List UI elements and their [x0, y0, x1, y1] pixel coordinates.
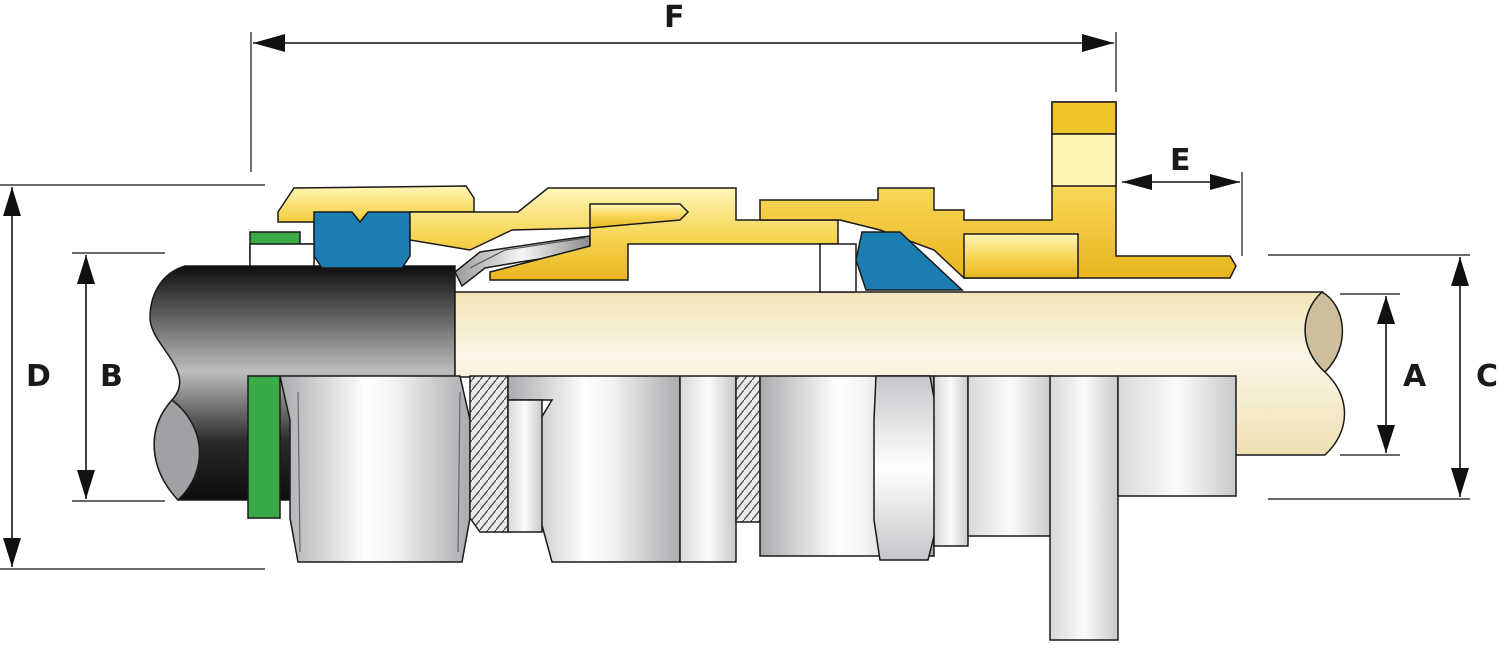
brass-ledge: [963, 233, 1079, 279]
thread-right: [735, 375, 761, 523]
lower-exterior: [247, 375, 1237, 641]
back-step: [967, 375, 1053, 537]
label-b: B: [100, 359, 123, 394]
label-f: F: [664, 0, 685, 35]
earth-tag-flange: [1049, 375, 1119, 641]
connector-ring: [679, 375, 737, 563]
spacer-mid: [819, 243, 857, 293]
cable-inner-cut-face: [1304, 291, 1344, 374]
label-a: A: [1403, 359, 1427, 394]
dimension-lines: F E D B A C: [0, 0, 1498, 570]
spacer-left: [249, 243, 315, 267]
armour-wire-line: [469, 237, 586, 269]
back-body: [933, 375, 969, 547]
upper-section: [249, 101, 1237, 293]
brass-flange-top: [1051, 101, 1117, 135]
rear-thread: [1117, 375, 1237, 497]
cable-outer-cut-face: [153, 398, 201, 502]
entry-nut: [279, 375, 471, 563]
label-e: E: [1170, 143, 1191, 178]
label-d: D: [26, 359, 51, 394]
blue-seal-left: [313, 211, 411, 269]
entry-nut-face-left: [297, 391, 301, 553]
label-c: C: [1476, 359, 1498, 394]
thread-left: [469, 375, 509, 533]
blue-seal-right: [855, 231, 964, 291]
brass-inner-ring: [589, 203, 690, 229]
brass-flange-band: [1051, 133, 1117, 187]
lock-ring: [873, 375, 939, 561]
entry-nut-face-right: [457, 391, 461, 553]
brass-armour-cone: [409, 187, 839, 281]
green-seal-bottom: [247, 375, 281, 519]
middle-nut-step: [507, 399, 543, 533]
